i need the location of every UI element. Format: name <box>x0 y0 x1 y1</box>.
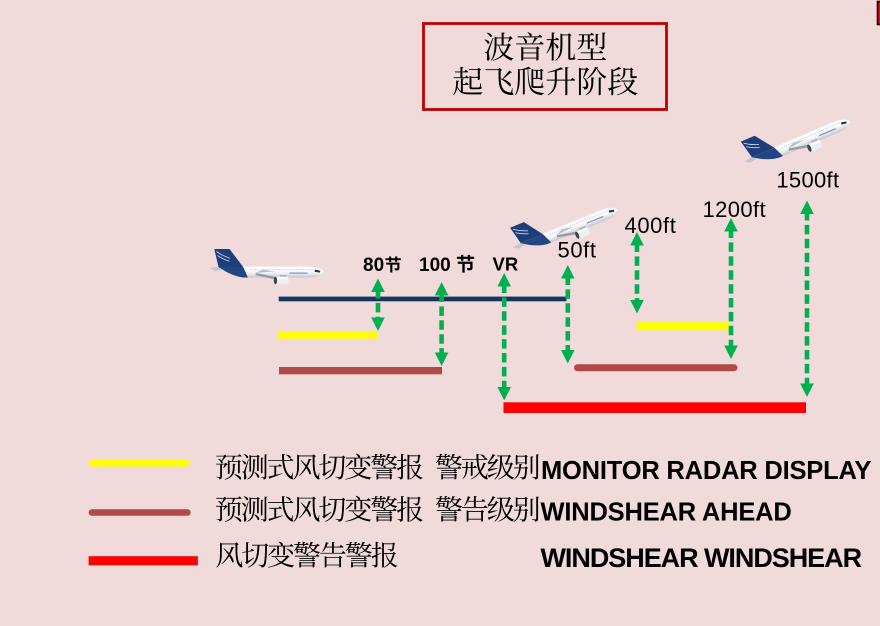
svg-text:50ft: 50ft <box>558 238 597 263</box>
svg-text:VR: VR <box>493 254 519 275</box>
svg-text:100: 100 <box>419 255 451 276</box>
svg-text:400ft: 400ft <box>625 213 677 238</box>
svg-text:80: 80 <box>363 255 384 276</box>
svg-text:1500ft: 1500ft <box>776 168 839 193</box>
svg-text:1200ft: 1200ft <box>703 197 767 222</box>
svg-text:MONITOR RADAR DISPLAY: MONITOR RADAR DISPLAY <box>541 457 871 485</box>
svg-text:WINDSHEAR AHEAD: WINDSHEAR AHEAD <box>541 499 792 527</box>
svg-text:WINDSHEAR WINDSHEAR: WINDSHEAR WINDSHEAR <box>541 543 862 573</box>
